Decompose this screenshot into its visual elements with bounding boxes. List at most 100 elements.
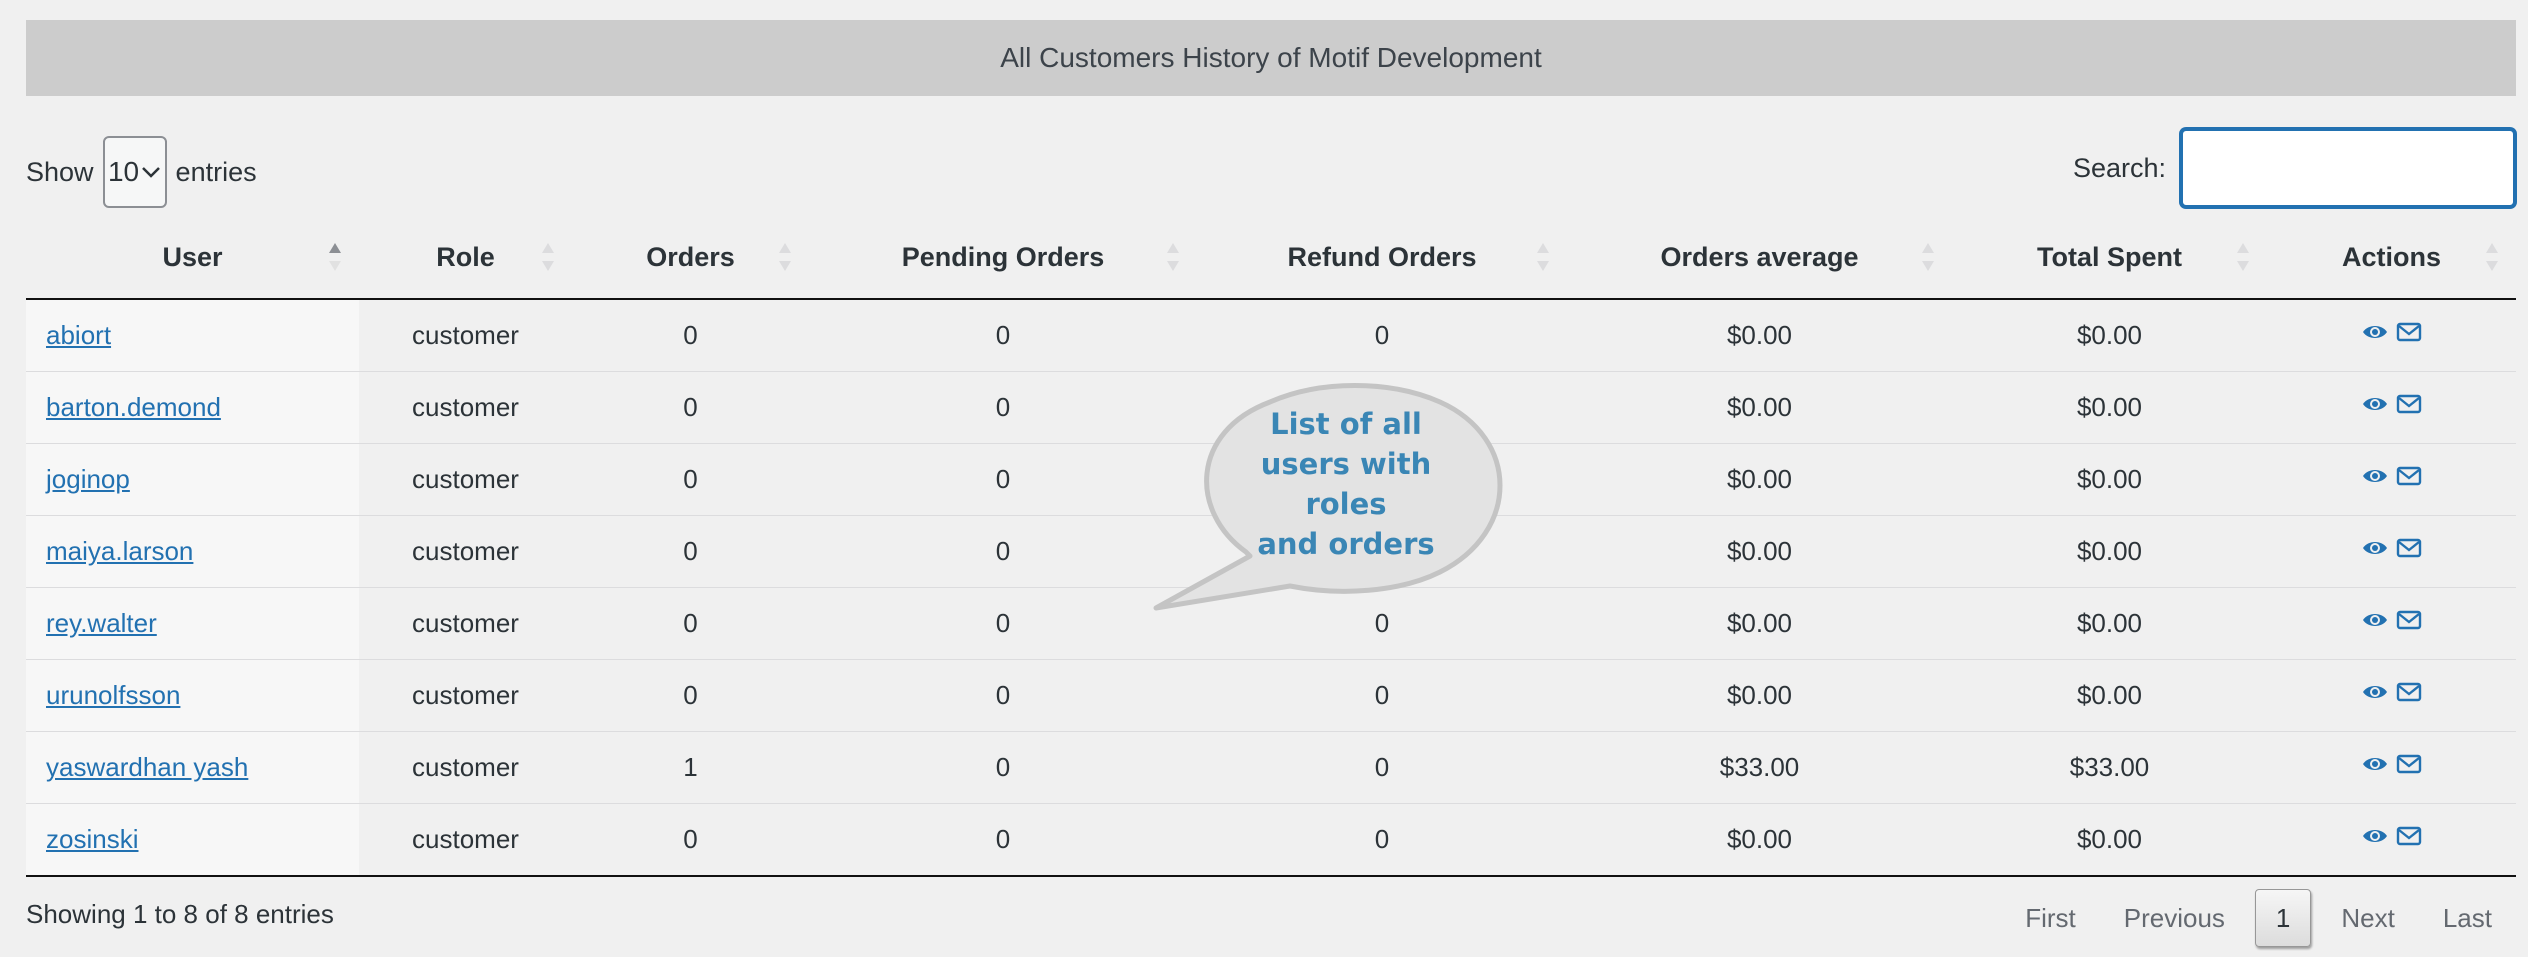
column-header-refund-orders[interactable]: Refund Orders (1197, 216, 1567, 300)
cell-user: rey.walter (26, 587, 359, 660)
envelope-icon[interactable] (2395, 464, 2423, 488)
cell-refund-orders: 0 (1197, 587, 1567, 660)
envelope-icon[interactable] (2395, 608, 2423, 632)
cell-role: customer (359, 443, 572, 516)
column-header-orders-average[interactable]: Orders average (1567, 216, 1952, 300)
cell-refund-orders: 0 (1197, 659, 1567, 732)
eye-icon[interactable] (2361, 680, 2389, 704)
callout-bubble (1153, 383, 1503, 611)
show-label: Show (26, 156, 94, 187)
cell-actions (2267, 731, 2516, 804)
user-link[interactable]: urunolfsson (46, 680, 181, 710)
user-link[interactable]: zosinski (46, 824, 139, 854)
table-footer: Showing 1 to 8 of 8 entries First Previo… (26, 877, 2516, 957)
table-row: barton.demond customer 0 0 $0.00 $0.00 (26, 371, 2516, 444)
cell-user: abiort (26, 299, 359, 372)
cell-orders: 0 (572, 299, 809, 372)
cell-total-spent: $0.00 (1952, 803, 2267, 877)
search-label: Search: (2072, 152, 2166, 183)
table-row: yaswardhan yash customer 1 0 0 $33.00 $3… (26, 731, 2516, 804)
sort-arrows-icon (1167, 243, 1179, 271)
table-controls: Show 10 entries Search: (26, 96, 2516, 216)
pagination: First Previous 1 Next Last (2001, 889, 2516, 947)
eye-icon[interactable] (2361, 752, 2389, 776)
cell-actions (2267, 443, 2516, 516)
cell-user: yaswardhan yash (26, 731, 359, 804)
pagination-previous[interactable]: Previous (2123, 902, 2225, 933)
envelope-icon[interactable] (2395, 824, 2423, 848)
user-link[interactable]: yaswardhan yash (46, 752, 249, 782)
cell-orders: 0 (572, 443, 809, 516)
table-row: abiort customer 0 0 0 $0.00 $0.00 (26, 299, 2516, 372)
eye-icon[interactable] (2361, 392, 2389, 416)
user-link[interactable]: barton.demond (46, 392, 221, 422)
cell-actions (2267, 371, 2516, 444)
pagination-next[interactable]: Next (2341, 902, 2395, 933)
cell-pending-orders: 0 (809, 371, 1197, 444)
user-link[interactable]: abiort (46, 320, 112, 350)
user-link[interactable]: maiya.larson (46, 536, 194, 566)
customers-history-panel: All Customers History of Motif Developme… (26, 20, 2516, 957)
cell-pending-orders: 0 (809, 515, 1197, 588)
cell-total-spent: $0.00 (1952, 587, 2267, 660)
cell-orders: 0 (572, 803, 809, 877)
cell-orders: 1 (572, 731, 809, 804)
cell-orders-average: $0.00 (1567, 443, 1952, 516)
cell-role: customer (359, 803, 572, 877)
sort-asc-icon (329, 243, 341, 271)
cell-pending-orders: 0 (809, 587, 1197, 660)
cell-role: customer (359, 731, 572, 804)
cell-role: customer (359, 371, 572, 444)
pagination-page-current[interactable]: 1 (2254, 889, 2312, 947)
envelope-icon[interactable] (2395, 320, 2423, 344)
cell-orders-average: $0.00 (1567, 587, 1952, 660)
panel-title: All Customers History of Motif Developme… (26, 20, 2516, 96)
cell-total-spent: $0.00 (1952, 515, 2267, 588)
envelope-icon[interactable] (2395, 752, 2423, 776)
sort-arrows-icon (1922, 243, 1934, 271)
column-header-orders[interactable]: Orders (572, 216, 809, 300)
cell-orders-average: $0.00 (1567, 371, 1952, 444)
callout-text: List of all users with roles and orders (1257, 407, 1435, 561)
table-row: rey.walter customer 0 0 0 $0.00 $0.00 (26, 587, 2516, 660)
user-link[interactable]: rey.walter (46, 608, 157, 638)
search-control: Search: (2073, 128, 2516, 208)
envelope-icon[interactable] (2395, 392, 2423, 416)
sort-arrows-icon (1537, 243, 1549, 271)
table-header-row: User Role Orders Pending Orders Refund O… (26, 216, 2516, 300)
cell-refund-orders: 0 (1197, 731, 1567, 804)
column-header-total-spent[interactable]: Total Spent (1952, 216, 2267, 300)
eye-icon[interactable] (2361, 464, 2389, 488)
column-header-role[interactable]: Role (359, 216, 572, 300)
cell-orders: 0 (572, 587, 809, 660)
pagination-last[interactable]: Last (2442, 902, 2492, 933)
search-input[interactable] (2180, 128, 2516, 208)
pagination-first[interactable]: First (2025, 902, 2076, 933)
cell-user: urunolfsson (26, 659, 359, 732)
cell-pending-orders: 0 (809, 803, 1197, 877)
eye-icon[interactable] (2361, 536, 2389, 560)
cell-refund-orders: 0 (1197, 299, 1567, 372)
envelope-icon[interactable] (2395, 680, 2423, 704)
envelope-icon[interactable] (2395, 536, 2423, 560)
cell-user: maiya.larson (26, 515, 359, 588)
user-link[interactable]: joginop (46, 464, 130, 494)
column-header-user[interactable]: User (26, 216, 359, 300)
entries-select[interactable]: 10 (102, 136, 167, 208)
cell-orders-average: $0.00 (1567, 803, 1952, 877)
cell-actions (2267, 587, 2516, 660)
entries-select-value: 10 (107, 156, 140, 187)
cell-total-spent: $33.00 (1952, 731, 2267, 804)
eye-icon[interactable] (2361, 608, 2389, 632)
cell-actions (2267, 515, 2516, 588)
cell-pending-orders: 0 (809, 659, 1197, 732)
column-header-actions[interactable]: Actions (2267, 216, 2516, 300)
cell-total-spent: $0.00 (1952, 659, 2267, 732)
cell-pending-orders: 0 (809, 443, 1197, 516)
eye-icon[interactable] (2361, 320, 2389, 344)
sort-arrows-icon (542, 243, 554, 271)
eye-icon[interactable] (2361, 824, 2389, 848)
column-header-pending-orders[interactable]: Pending Orders (809, 216, 1197, 300)
cell-actions (2267, 803, 2516, 877)
customers-table: User Role Orders Pending Orders Refund O… (26, 216, 2516, 877)
